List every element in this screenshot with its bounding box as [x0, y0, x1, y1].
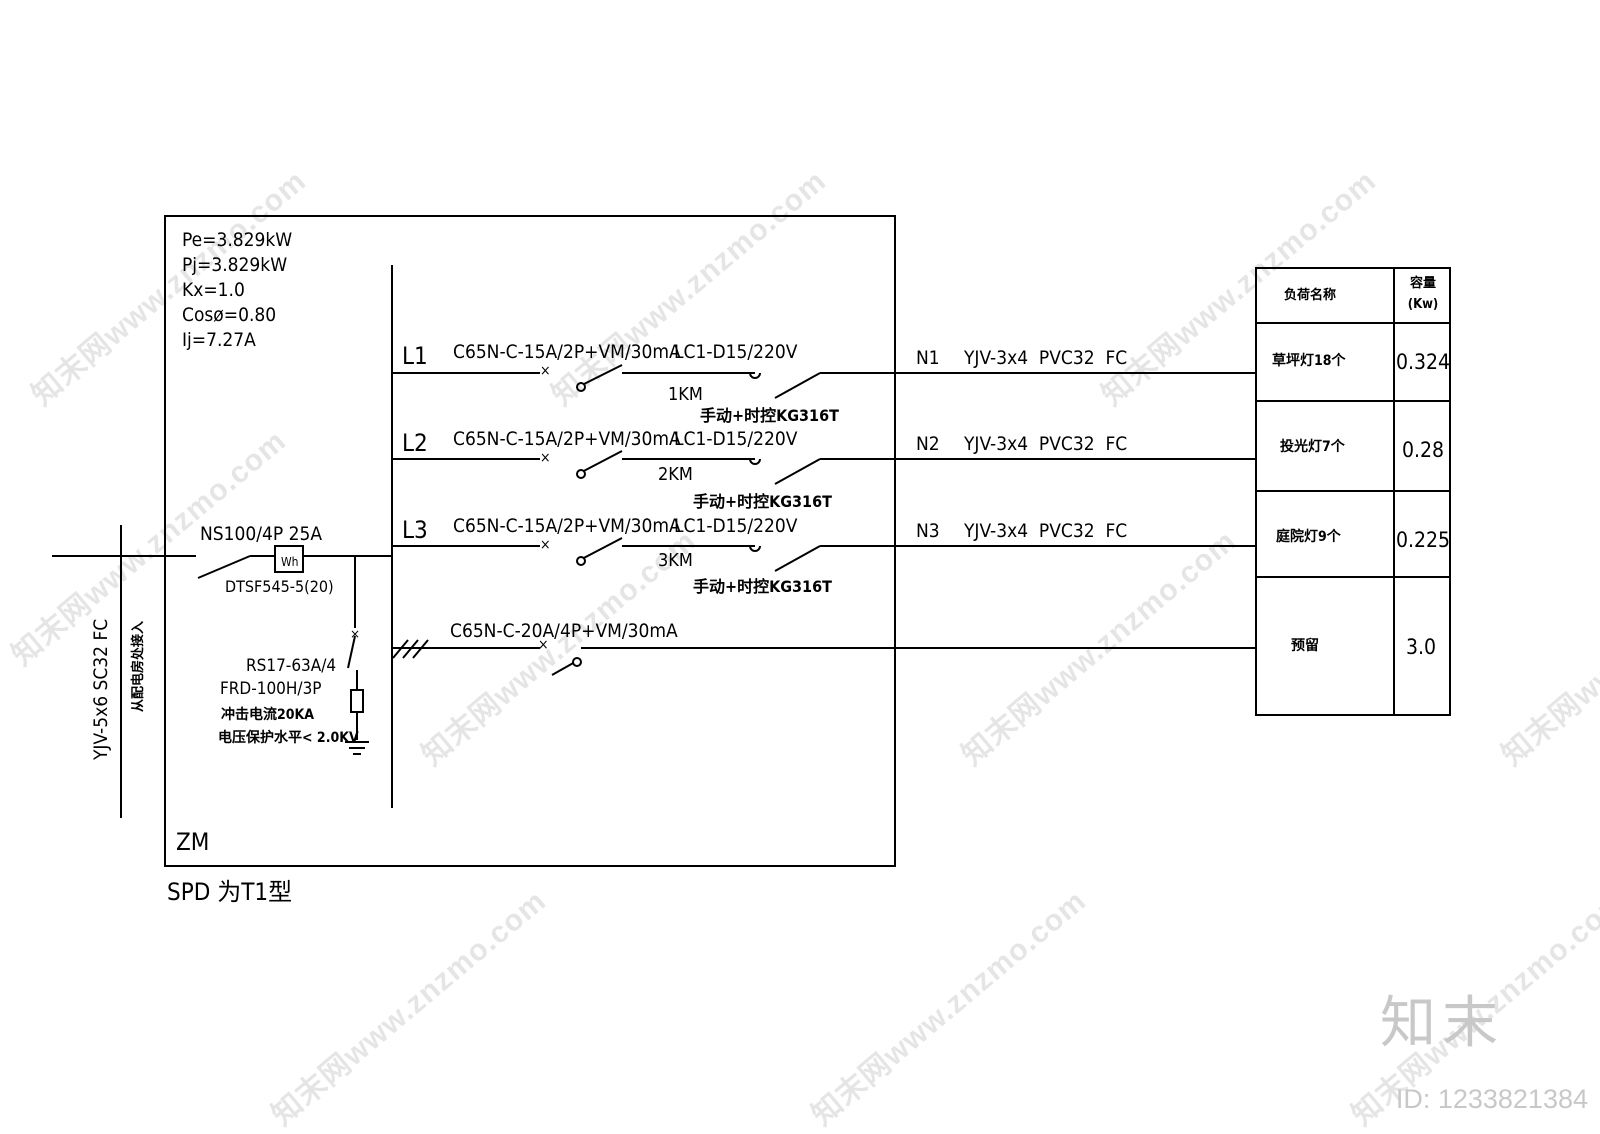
control-label-l2: 手动+时控KG316T: [693, 492, 832, 511]
load-capacity-row-4: 3.0: [1406, 635, 1437, 659]
circuit-wires-l2: [392, 450, 1256, 485]
circuit-id-n1: N1: [916, 347, 940, 369]
breaker-label-l1: C65N-C-15A/2P+VM/30mA: [453, 341, 681, 363]
param-cos: Cosø=0.80: [182, 304, 277, 326]
breaker-label-l3: C65N-C-15A/2P+VM/30mA: [453, 515, 681, 537]
load-name-row-4: 预留: [1291, 638, 1319, 654]
circuit-wires-spare: [392, 639, 1256, 676]
circuit-id-n3: N3: [916, 520, 940, 542]
breaker-x-l2: ×: [540, 450, 551, 466]
circuit-wires-l3: [392, 537, 1256, 572]
load-table-header-capacity: 容量 (Kw): [1407, 276, 1439, 312]
load-name-row-3: 庭院灯9个: [1276, 529, 1341, 545]
param-ij: Ij=7.27A: [182, 329, 256, 351]
control-label-l1: 手动+时控KG316T: [700, 406, 839, 425]
spd-surge-current: 冲击电流20KA: [221, 707, 315, 723]
breaker-label-l2: C65N-C-15A/2P+VM/30mA: [453, 428, 681, 450]
breaker-label-spare: C65N-C-20A/4P+VM/30mA: [450, 620, 678, 642]
km-label-l3: 3KM: [658, 550, 693, 571]
incoming-source-note: 从配电房处接入: [131, 620, 146, 712]
spd-fuse-label: RS17-63A/4: [246, 656, 337, 676]
main-breaker-contact: [197, 555, 251, 579]
meter-label: DTSF545-5(20): [225, 577, 334, 596]
meter-symbol: Wh: [281, 555, 299, 569]
control-label-l3: 手动+时控KG316T: [693, 577, 832, 596]
main-breaker-label: NS100/4P 25A: [200, 523, 323, 545]
corner-logo: 知末: [1380, 991, 1504, 1056]
contactor-label-l1: LC1-D15/220V: [674, 341, 798, 363]
param-pj: Pj=3.829kW: [182, 254, 288, 276]
circuit-wires-l1: [392, 364, 1256, 399]
cable-label-n2: YJV-3x4 PVC32 FC: [964, 433, 1128, 455]
spd-voltage-level: 电压保护水平< 2.0KV: [218, 730, 359, 746]
param-pe: Pe=3.829kW: [182, 229, 293, 251]
spd-model-label: FRD-100H/3P: [220, 679, 322, 699]
load-name-row-2: 投光灯7个: [1280, 439, 1345, 455]
circuit-id-n2: N2: [916, 433, 940, 455]
spd-fuse: [350, 689, 364, 713]
load-capacity-row-1: 0.324: [1396, 350, 1451, 374]
corner-id: ID: 1233821384: [1395, 1084, 1588, 1114]
param-kx: Kx=1.0: [182, 279, 245, 301]
load-capacity-row-2: 0.28: [1402, 438, 1445, 462]
phase-label-l3: L3: [402, 516, 428, 544]
breaker-x-l1: ×: [540, 363, 551, 379]
spd-cross-mark: ×: [350, 627, 360, 641]
phase-label-l2: L2: [402, 429, 428, 457]
phase-label-l1: L1: [402, 342, 428, 370]
contactor-label-l3: LC1-D15/220V: [674, 515, 798, 537]
cable-label-n1: YJV-3x4 PVC32 FC: [964, 347, 1128, 369]
panel-label: ZM: [176, 828, 210, 856]
incoming-cable-label: YJV-5x6 SC32 FC: [90, 618, 112, 760]
spd-type-note: SPD 为T1型: [167, 878, 293, 906]
cable-label-n3: YJV-3x4 PVC32 FC: [964, 520, 1128, 542]
enclosure-box: [164, 215, 896, 867]
km-label-l2: 2KM: [658, 464, 693, 485]
load-table-grid: [1255, 267, 1451, 716]
load-capacity-row-3: 0.225: [1396, 528, 1451, 552]
load-table-header-name: 负荷名称: [1284, 288, 1337, 303]
spd-switch: [347, 635, 356, 669]
km-label-l1: 1KM: [668, 384, 703, 405]
breaker-x-spare: ×: [538, 637, 549, 653]
breaker-x-l3: ×: [540, 537, 551, 553]
load-name-row-1: 草坪灯18个: [1272, 353, 1346, 369]
meter-box: [274, 545, 304, 573]
contactor-label-l2: LC1-D15/220V: [674, 428, 798, 450]
